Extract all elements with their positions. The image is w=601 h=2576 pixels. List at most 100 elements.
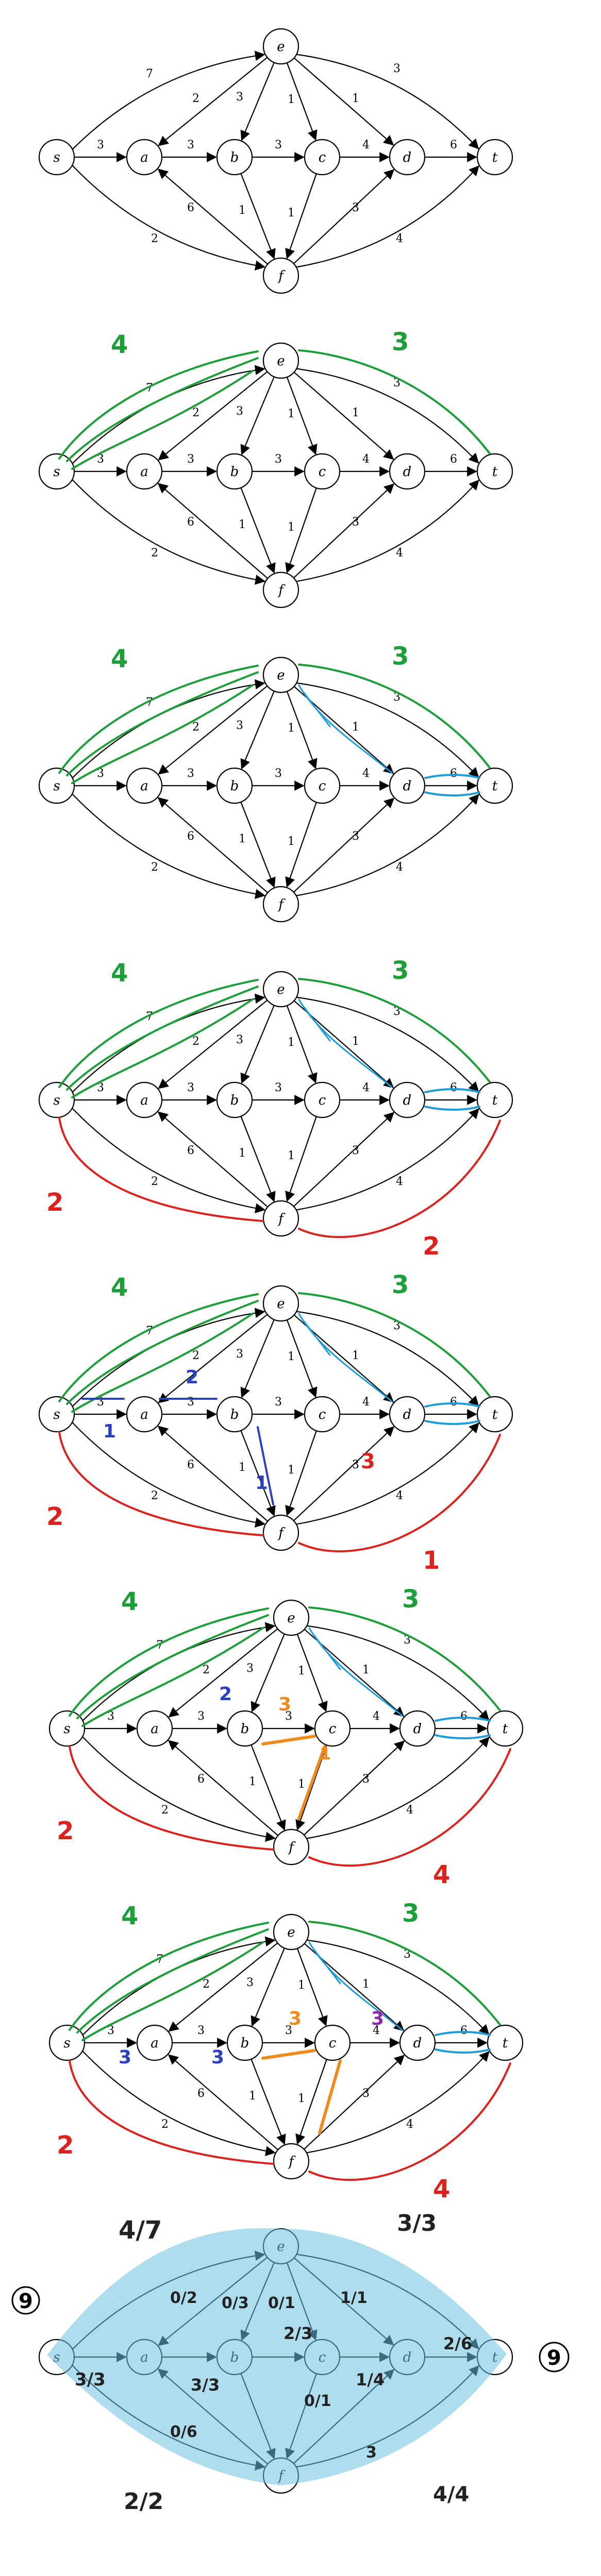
green-path-s-e	[58, 350, 259, 470]
node-label-d: d	[403, 150, 412, 165]
cyan-highlight	[47, 2228, 507, 2486]
edge-capacity-e-a: 2	[203, 1664, 210, 1676]
edge-capacity-e-d: 1	[352, 721, 359, 734]
edge-e-a	[158, 999, 268, 1089]
edge-capacity-f-d: 3	[352, 1144, 359, 1157]
edge-f-d	[304, 2055, 405, 2150]
node-c	[314, 2024, 351, 2061]
red-path-f-t	[298, 1434, 501, 1553]
annotation-flow-eb: 0/3	[222, 2294, 249, 2312]
node-label-t: t	[492, 1407, 498, 1422]
node-label-c: c	[319, 778, 326, 794]
edge-capacity-b-c: 3	[285, 1710, 292, 1723]
edge-capacity-f-d: 3	[352, 1459, 359, 1471]
edge-b-f	[240, 173, 276, 260]
edge-capacity-d-t: 6	[450, 139, 457, 151]
edge-capacity-b-c: 3	[285, 2024, 292, 2037]
annotation-green-e-t: 3	[392, 1270, 409, 1299]
node-s	[38, 453, 75, 490]
edge-e-d	[293, 57, 394, 146]
annotation-flow-et: 3/3	[397, 2210, 437, 2236]
node-label-d: d	[403, 778, 412, 794]
edge-f-t	[306, 1736, 490, 1839]
edge-capacity-a-b: 3	[187, 767, 194, 780]
edge-capacity-s-a: 3	[107, 1710, 114, 1723]
edge-c-f	[295, 2059, 327, 2145]
edge-e-d	[293, 371, 394, 460]
node-c	[304, 1081, 341, 1118]
node-b	[216, 1081, 253, 1118]
edge-capacity-f-t: 4	[406, 1804, 413, 1817]
node-label-c: c	[319, 1093, 326, 1108]
blue-path-e-d	[308, 1941, 403, 2031]
edge-e-a	[158, 1314, 268, 1403]
edge-f-d	[293, 1112, 395, 1207]
node-e	[262, 342, 299, 379]
node-b	[216, 767, 253, 804]
edge-s-e	[72, 50, 265, 150]
node-e	[262, 1285, 299, 1322]
edge-f-t	[296, 165, 479, 268]
node-f	[262, 257, 299, 294]
edge-e-c	[296, 1948, 328, 2027]
edge-capacity-f-t: 4	[396, 1489, 403, 1502]
edge-e-a	[168, 1942, 278, 2032]
green-path-e-t	[298, 1292, 491, 1397]
node-s	[48, 2024, 86, 2061]
edge-c-f	[285, 173, 317, 259]
edge-e-b	[240, 62, 275, 141]
edge-capacity-f-t: 4	[406, 2118, 413, 2131]
node-e	[262, 656, 299, 693]
node-e	[262, 28, 299, 65]
node-s	[38, 767, 75, 804]
edge-s-f	[72, 1422, 266, 1528]
edge-capacity-c-f: 1	[298, 2092, 305, 2105]
node-t	[476, 453, 513, 490]
annotation-orange-c-f: 1	[320, 1744, 331, 1764]
annotation-blue-a-b: 2	[219, 1684, 232, 1705]
edge-f-t	[296, 793, 479, 896]
node-label-a: a	[140, 1093, 148, 1108]
red-path-s-f	[58, 1117, 264, 1222]
node-d	[389, 1081, 426, 1118]
edge-capacity-s-a: 3	[97, 767, 104, 780]
blue-path-e-d	[308, 1627, 403, 1717]
node-label-b: b	[230, 464, 239, 480]
edge-capacity-b-c: 3	[275, 1081, 282, 1094]
annotation-flow-se: 4/7	[119, 2216, 162, 2245]
blue-path-d-t	[424, 1088, 480, 1111]
node-c	[304, 1396, 341, 1433]
edge-capacity-e-b: 3	[236, 91, 243, 104]
edge-capacity-b-f: 1	[239, 1461, 246, 1474]
edge-capacity-b-f: 1	[239, 833, 246, 845]
edge-f-a	[157, 797, 269, 893]
edge-f-a	[168, 2054, 279, 2150]
node-e	[273, 1599, 310, 1636]
node-c	[304, 453, 341, 490]
edge-capacity-d-t: 6	[460, 1710, 468, 1723]
edge-capacity-c-d: 4	[362, 767, 370, 780]
annotation-total-left: 9	[19, 2290, 33, 2313]
green-path-s-e	[58, 665, 259, 784]
annotation-green-s-e: 4	[111, 645, 128, 673]
edge-e-b	[240, 1319, 275, 1398]
edge-capacity-f-t: 4	[396, 1175, 403, 1188]
node-label-e: e	[277, 668, 285, 683]
edge-capacity-e-c: 1	[288, 1350, 295, 1363]
edge-capacity-e-a: 2	[203, 1978, 210, 1991]
blue-path-d-t	[424, 1402, 480, 1425]
node-c	[304, 767, 341, 804]
edge-capacity-e-d: 1	[352, 1035, 359, 1048]
edge-capacity-d-t: 6	[450, 1081, 457, 1094]
node-label-t: t	[503, 2036, 508, 2051]
edge-f-d	[293, 483, 395, 579]
node-s	[38, 1081, 75, 1118]
edge-e-t	[307, 1625, 490, 1721]
node-d	[389, 1396, 426, 1433]
node-label-s: s	[53, 150, 60, 165]
edge-capacity-b-c: 3	[275, 767, 282, 780]
edge-capacity-a-b: 3	[197, 2024, 205, 2037]
blue-path-d-t	[435, 1717, 491, 1739]
